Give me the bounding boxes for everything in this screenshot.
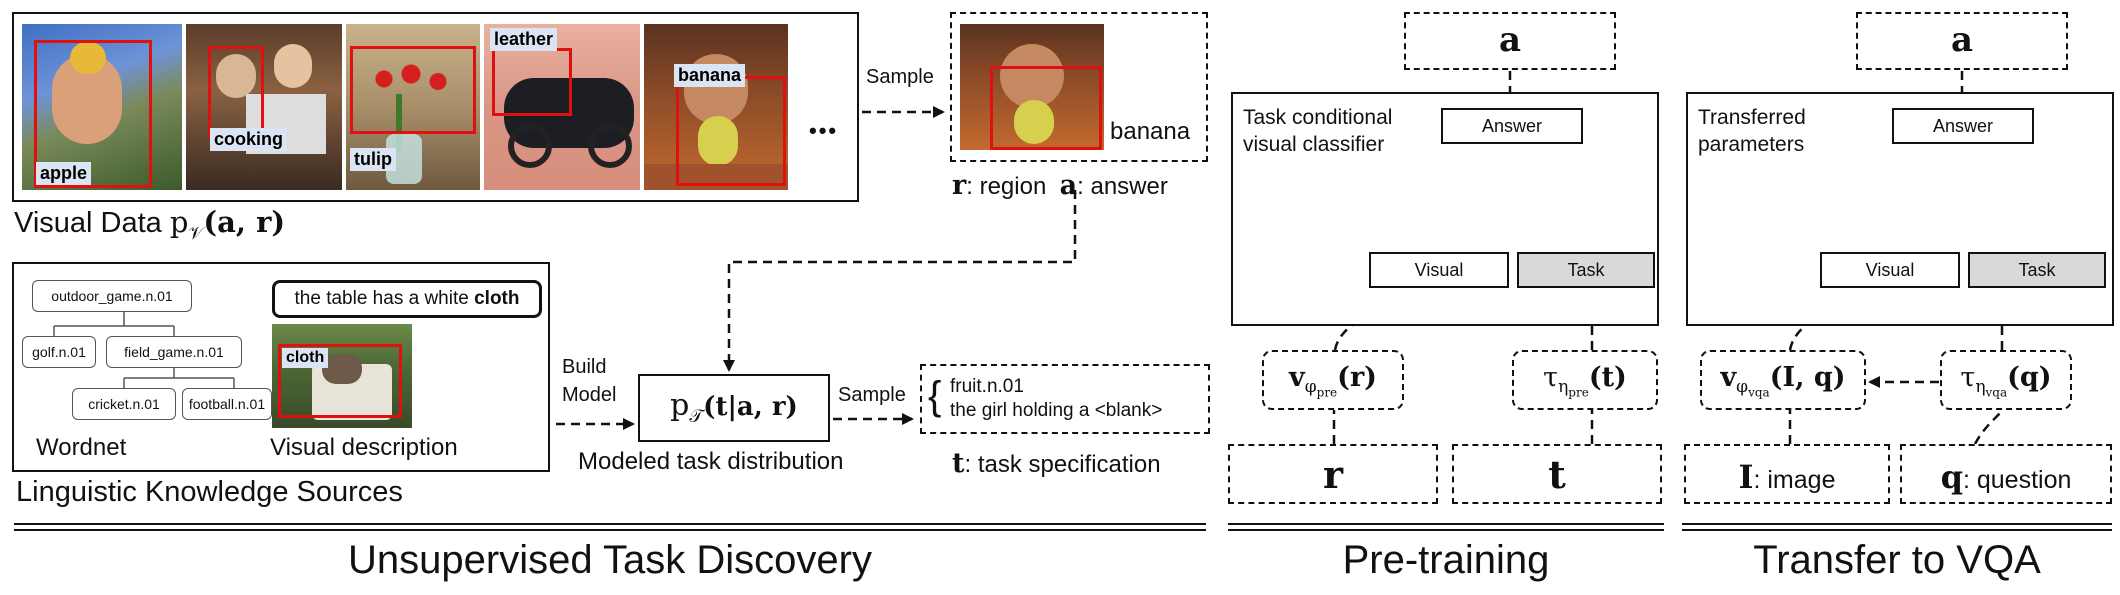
pre-task-input-box: t: [1452, 444, 1662, 504]
linguistic-title: Linguistic Knowledge Sources: [16, 476, 403, 508]
pre-answer-input-box: a: [1404, 12, 1616, 70]
visual-description-caption: the table has a white cloth: [272, 280, 542, 318]
wordnet-node-outdoor-game: outdoor_game.n.01: [32, 280, 192, 312]
pre-visual-node: Visual: [1369, 252, 1509, 288]
pre-region-symbol: r: [1322, 452, 1344, 497]
wordnet-node-field-game: field_game.n.01: [106, 336, 242, 368]
transfer-task-encoder-formula: τηvqa(q): [1960, 362, 2052, 400]
apple-thumbnail: apple: [22, 24, 182, 190]
transfer-image-label: I: image: [1738, 458, 1836, 496]
section-unsupervised-task-discovery: Unsupervised Task Discovery: [348, 538, 872, 582]
transfer-classifier-title: Transferred parameters: [1698, 106, 1806, 156]
pre-classifier-box: Task conditional visual classifier Answe…: [1231, 92, 1659, 326]
sampled-answer-tag: banana: [1110, 118, 1191, 145]
build-model-line1: Build: [562, 356, 607, 378]
pre-visual-encoder-box: vφpre(r): [1262, 350, 1404, 410]
tag-banana: banana: [674, 64, 746, 87]
wordnet-node-golf: golf.n.01: [22, 336, 96, 368]
visual-data-panel: apple cooking tulip leather banana •••: [12, 12, 859, 202]
pre-task-symbol: t: [1548, 452, 1566, 497]
sampled-region-box: banana: [950, 12, 1208, 162]
transfer-answer-node: Answer: [1892, 108, 2034, 144]
region-to-model-arrow: [723, 190, 1077, 372]
transfer-answer-input-box: a: [1856, 12, 2068, 70]
cloth-thumbnail: cloth: [272, 324, 412, 428]
task-spec-line2: the girl holding a <blank>: [950, 400, 1163, 421]
task-spec-caption: t: task specification: [952, 448, 1161, 479]
tag-cloth: cloth: [282, 348, 329, 368]
cooking-thumbnail: cooking: [186, 24, 342, 190]
banana-thumbnail: banana: [644, 24, 788, 190]
linguistic-panel: outdoor_game.n.01 golf.n.01 field_game.n…: [12, 262, 550, 472]
tulip-thumbnail: tulip: [346, 24, 480, 190]
pre-answer-node: Answer: [1441, 108, 1583, 144]
pre-visual-encoder-formula: vφpre(r): [1289, 362, 1377, 400]
tag-cooking: cooking: [210, 128, 288, 151]
transfer-visual-encoder-formula: vφvqa(I, q): [1720, 362, 1846, 400]
task-spec-line1: fruit.n.01: [950, 376, 1024, 397]
wordnet-label: Wordnet: [36, 434, 127, 461]
pre-task-encoder-formula: τηpre(t): [1543, 362, 1627, 400]
more-images-ellipsis: •••: [809, 118, 839, 143]
section-pre-training: Pre-training: [1342, 538, 1550, 582]
visual-data-title: Visual Data p𝒱(a, r): [14, 205, 286, 244]
build-model-line2: Model: [562, 384, 617, 406]
transfer-answer-symbol: a: [1950, 20, 1974, 60]
transfer-image-input-box: I: image: [1684, 444, 1890, 504]
pre-region-input-box: r: [1228, 444, 1438, 504]
pre-task-encoder-box: τηpre(t): [1512, 350, 1658, 410]
leather-thumbnail: leather: [484, 24, 640, 190]
task-distribution-caption: Modeled task distribution: [578, 448, 844, 475]
transfer-task-encoder-box: τηvqa(q): [1940, 350, 2072, 410]
transfer-question-input-box: q: question: [1900, 444, 2112, 504]
transfer-task-node: Task: [1968, 252, 2106, 288]
sample-top-label: Sample: [866, 66, 934, 88]
wordnet-node-cricket: cricket.n.01: [72, 388, 176, 420]
transfer-classifier-box: Transferred parameters Answer Visual Tas…: [1686, 92, 2114, 326]
transfer-question-label: q: question: [1940, 458, 2072, 496]
wordnet-node-football: football.n.01: [182, 388, 272, 420]
wordnet-tree-edges: [53, 312, 235, 388]
transfer-visual-node: Visual: [1820, 252, 1960, 288]
pre-classifier-title: Task conditional visual classifier: [1243, 106, 1393, 156]
region-answer-caption: r: region a: answer: [952, 170, 1168, 201]
sample-bottom-label: Sample: [838, 384, 906, 406]
task-distribution-formula: p𝒯(t|a, r): [670, 388, 798, 427]
tag-leather: leather: [490, 28, 558, 51]
visual-description-label: Visual description: [270, 434, 458, 461]
tag-tulip: tulip: [350, 148, 396, 171]
task-distribution-box: p𝒯(t|a, r): [638, 374, 830, 442]
section-transfer-to-vqa: Transfer to VQA: [1753, 538, 2041, 582]
pre-task-node: Task: [1517, 252, 1655, 288]
sampled-region-thumbnail: [960, 24, 1104, 150]
task-spec-brace: {: [928, 374, 942, 418]
transfer-visual-encoder-box: vφvqa(I, q): [1700, 350, 1866, 410]
tag-apple: apple: [36, 162, 92, 185]
task-spec-box: { fruit.n.01 the girl holding a <blank>: [920, 364, 1210, 434]
pre-answer-symbol: a: [1498, 20, 1522, 60]
